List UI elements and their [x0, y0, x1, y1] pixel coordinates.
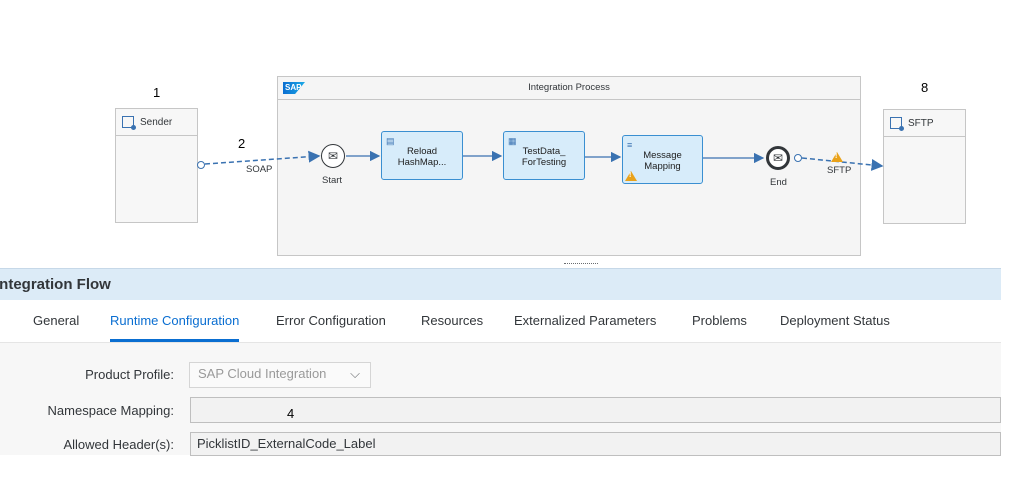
- sender-label: Sender: [140, 116, 173, 128]
- receiver-header: SFTP: [884, 110, 965, 137]
- namespace-mapping-label: Namespace Mapping:: [47, 403, 174, 418]
- namespace-mapping-input[interactable]: [190, 397, 1001, 423]
- receiver-participant[interactable]: SFTP: [883, 109, 966, 224]
- connectors: [197, 150, 884, 171]
- receiver-label: SFTP: [908, 117, 934, 129]
- sftp-flow-origin: [794, 154, 802, 162]
- step-label: TestData_ForTesting: [521, 146, 567, 168]
- soap-flow-origin: [197, 161, 205, 169]
- tab-error-configuration[interactable]: Error Configuration: [276, 313, 386, 328]
- product-profile-select[interactable]: SAP Cloud Integration ⌵: [189, 362, 371, 388]
- panel-tabs: General Runtime Configuration Error Conf…: [0, 300, 1001, 343]
- sender-header: Sender: [116, 109, 197, 136]
- tab-externalized-parameters[interactable]: Externalized Parameters: [514, 313, 657, 328]
- warning-icon: [625, 171, 637, 181]
- soap-connector[interactable]: [204, 150, 321, 165]
- content-modifier-icon: ▦: [508, 136, 517, 146]
- tab-general[interactable]: General: [33, 313, 80, 328]
- envelope-icon: ✉: [772, 151, 784, 165]
- mapping-icon: ≡: [627, 140, 633, 150]
- soap-label: SOAP: [246, 164, 273, 175]
- script-icon: ▤: [386, 136, 395, 146]
- product-profile-label: Product Profile:: [85, 367, 174, 382]
- tab-problems[interactable]: Problems: [692, 313, 747, 328]
- sftp-channel-label: SFTP: [827, 165, 852, 176]
- step-testdata-fortesting[interactable]: ▦ TestData_ForTesting: [503, 131, 585, 180]
- envelope-icon: ✉: [327, 149, 339, 163]
- tab-deployment-status[interactable]: Deployment Status: [780, 313, 890, 328]
- end-label: End: [770, 177, 787, 188]
- sftp-connector[interactable]: [801, 157, 884, 171]
- warning-icon: [831, 152, 843, 162]
- chevron-down-icon: ⌵: [350, 366, 360, 381]
- sender-participant[interactable]: Sender: [115, 108, 198, 223]
- tab-resources[interactable]: Resources: [421, 313, 484, 328]
- allowed-headers-input[interactable]: PicklistID_ExternalCode_Label: [190, 432, 1001, 456]
- participant-icon: [890, 117, 904, 131]
- start-event[interactable]: ✉: [321, 144, 345, 168]
- panel-title: Integration Flow: [0, 268, 1001, 300]
- tab-runtime-configuration[interactable]: Runtime Configuration: [110, 300, 240, 342]
- end-event[interactable]: ✉: [766, 146, 790, 170]
- start-label: Start: [322, 175, 343, 186]
- process-title: Integration Process: [278, 77, 860, 100]
- annotation-8: 8: [921, 80, 929, 95]
- annotation-4-overlay: 4: [287, 406, 295, 421]
- annotation-1: 1: [153, 85, 161, 100]
- allowed-headers-label: Allowed Header(s):: [63, 437, 174, 452]
- annotation-2: 2: [238, 136, 246, 151]
- participant-icon: [122, 116, 136, 130]
